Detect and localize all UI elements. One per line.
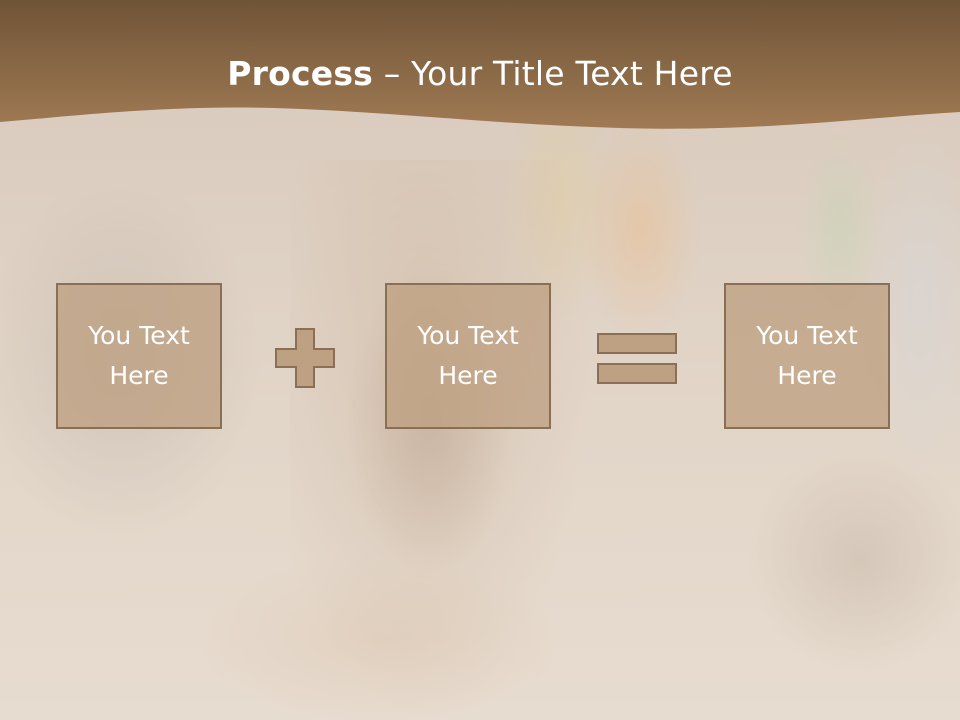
text-box-2[interactable]: You Text Here [385,283,551,429]
slide-title: Process – Your Title Text Here [0,52,960,96]
plus-icon [275,328,335,388]
header-band: Process – Your Title Text Here [0,0,960,140]
header-wave-shape [0,0,960,129]
text-box-2-label: You Text Here [417,321,519,390]
background-figure [290,160,590,720]
title-bold: Process [227,54,374,93]
text-box-3-label: You Text Here [756,321,858,390]
title-rest: – Your Title Text Here [373,54,733,93]
text-box-1[interactable]: You Text Here [56,283,222,429]
equals-icon [597,333,677,384]
text-box-1-label: You Text Here [88,321,190,390]
text-box-3[interactable]: You Text Here [724,283,890,429]
